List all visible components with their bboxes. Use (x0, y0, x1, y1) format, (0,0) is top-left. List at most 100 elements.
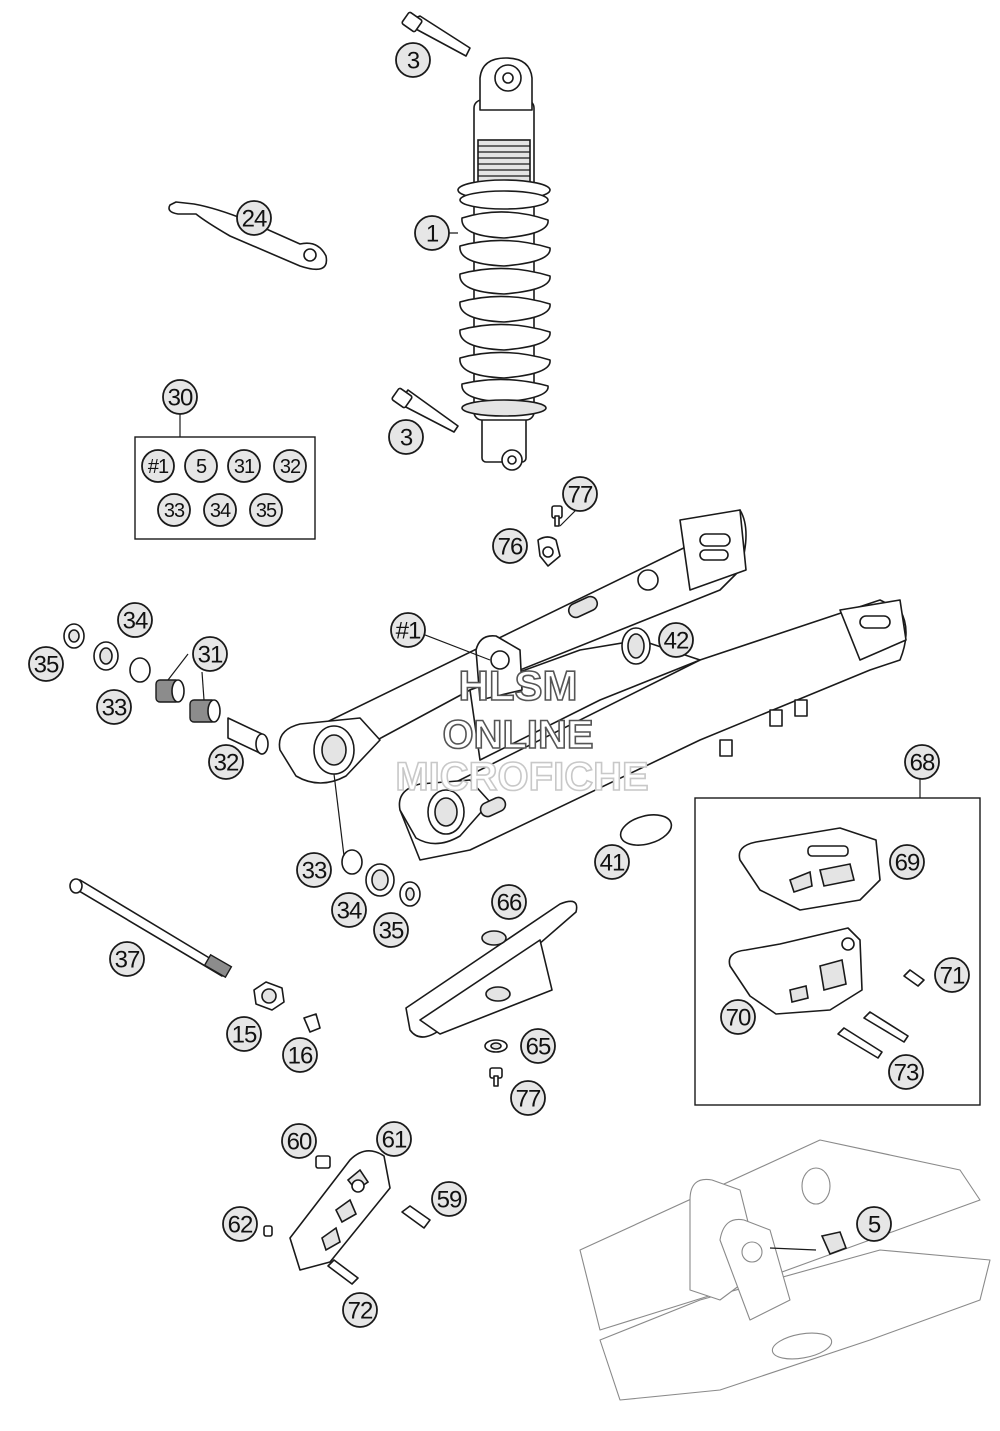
callout-k31: 31 (227, 449, 261, 483)
callout-16: 16 (282, 1037, 318, 1073)
callout-label: 33 (302, 858, 327, 885)
callout-circle (192, 636, 228, 672)
lower-washers (341, 849, 421, 907)
callout-circle (414, 215, 450, 251)
callout-circle (562, 476, 598, 512)
callout-label: 34 (123, 608, 148, 635)
bolts-73 (837, 1011, 909, 1059)
watermark: HLSM ONLINE MICROFICHE (395, 661, 650, 800)
callout-label: 33 (102, 695, 127, 722)
callout-circle (888, 1054, 924, 1090)
callout-circle (157, 493, 191, 527)
callout-5: 5 (856, 1206, 892, 1242)
callout-s1: #1 (390, 612, 426, 648)
callout-66: 66 (491, 884, 527, 920)
callout-32: 32 (208, 744, 244, 780)
callout-label: 16 (288, 1043, 313, 1070)
callout-76: 76 (492, 528, 528, 564)
swingarm (278, 509, 907, 861)
callout-circle (395, 42, 431, 78)
callout-circle (249, 493, 283, 527)
callout-77a: 77 (562, 476, 598, 512)
callout-label: 60 (287, 1129, 312, 1156)
callout-label: 32 (214, 750, 239, 777)
callout-77b: 77 (510, 1080, 546, 1116)
callout-circle (227, 449, 261, 483)
callout-label: 32 (280, 456, 301, 478)
callout-label: 77 (568, 482, 593, 509)
callout-k35: 35 (249, 493, 283, 527)
callout-circle (520, 1028, 556, 1064)
pin-62 (263, 1225, 273, 1237)
callout-label: 71 (940, 963, 965, 990)
callout-circle (203, 493, 237, 527)
callout-circle (236, 200, 272, 236)
watermark-line3: MICROFICHE (395, 755, 648, 799)
callout-33a: 33 (96, 689, 132, 725)
callout-71: 71 (934, 957, 970, 993)
callout-circle (889, 844, 925, 880)
callout-k1: #1 (141, 449, 175, 483)
callout-circle (904, 744, 940, 780)
callout-65: 65 (520, 1028, 556, 1064)
chain-guide-69 (738, 827, 881, 911)
callout-label: 37 (115, 947, 140, 974)
frame-reference (579, 1139, 991, 1401)
callout-label: 42 (664, 628, 689, 655)
spanner-wrench (168, 201, 328, 271)
callout-circle (658, 622, 694, 658)
callout-circle (28, 646, 64, 682)
callout-label: 15 (232, 1022, 257, 1049)
callout-circle (331, 892, 367, 928)
kit-box (134, 414, 316, 540)
coil-spring (459, 211, 551, 403)
callout-circle (856, 1206, 892, 1242)
callout-label: 72 (348, 1298, 373, 1325)
watermark-line1: HLSM (459, 662, 578, 709)
callout-62: 62 (222, 1206, 258, 1242)
callout-31: 31 (192, 636, 228, 672)
callout-circle (491, 884, 527, 920)
callout-41: 41 (594, 844, 630, 880)
callout-label: 35 (379, 918, 404, 945)
callout-label: 66 (497, 890, 522, 917)
callout-label: 68 (910, 750, 935, 777)
callout-label: 73 (894, 1060, 919, 1087)
callout-label: 41 (600, 850, 625, 877)
callout-1: 1 (414, 215, 450, 251)
callout-label: 3 (407, 48, 420, 75)
callout-60: 60 (281, 1123, 317, 1159)
callout-73: 73 (888, 1054, 924, 1090)
callout-label: 59 (437, 1187, 462, 1214)
bolt-72 (327, 1259, 359, 1285)
callout-circle (342, 1292, 378, 1328)
callout-circle (510, 1080, 546, 1116)
callout-35a: 35 (28, 646, 64, 682)
callout-circle (222, 1206, 258, 1242)
callout-label: 76 (498, 534, 523, 561)
bolt-3-top (401, 11, 471, 57)
callout-label: 30 (168, 385, 193, 412)
callout-label: 5 (196, 456, 207, 478)
callout-3a: 3 (395, 42, 431, 78)
callout-label: 35 (256, 500, 277, 522)
chain-guide-70 (728, 927, 863, 1015)
shock-absorber (457, 57, 551, 471)
bolt-59 (401, 1205, 431, 1229)
callout-34a: 34 (117, 602, 153, 638)
callout-circle (273, 449, 307, 483)
bolt-60 (315, 1155, 331, 1169)
callout-label: 5 (868, 1212, 881, 1239)
callout-35b: 35 (373, 912, 409, 948)
callout-label: 31 (234, 456, 255, 478)
callout-37: 37 (109, 941, 145, 977)
callout-circle (117, 602, 153, 638)
pivot-bearings (63, 623, 269, 755)
callout-label: 62 (228, 1212, 253, 1239)
plug-41 (619, 814, 673, 846)
callout-circle (96, 689, 132, 725)
callout-k32: 32 (273, 449, 307, 483)
screw-77-bottom (489, 1067, 503, 1087)
